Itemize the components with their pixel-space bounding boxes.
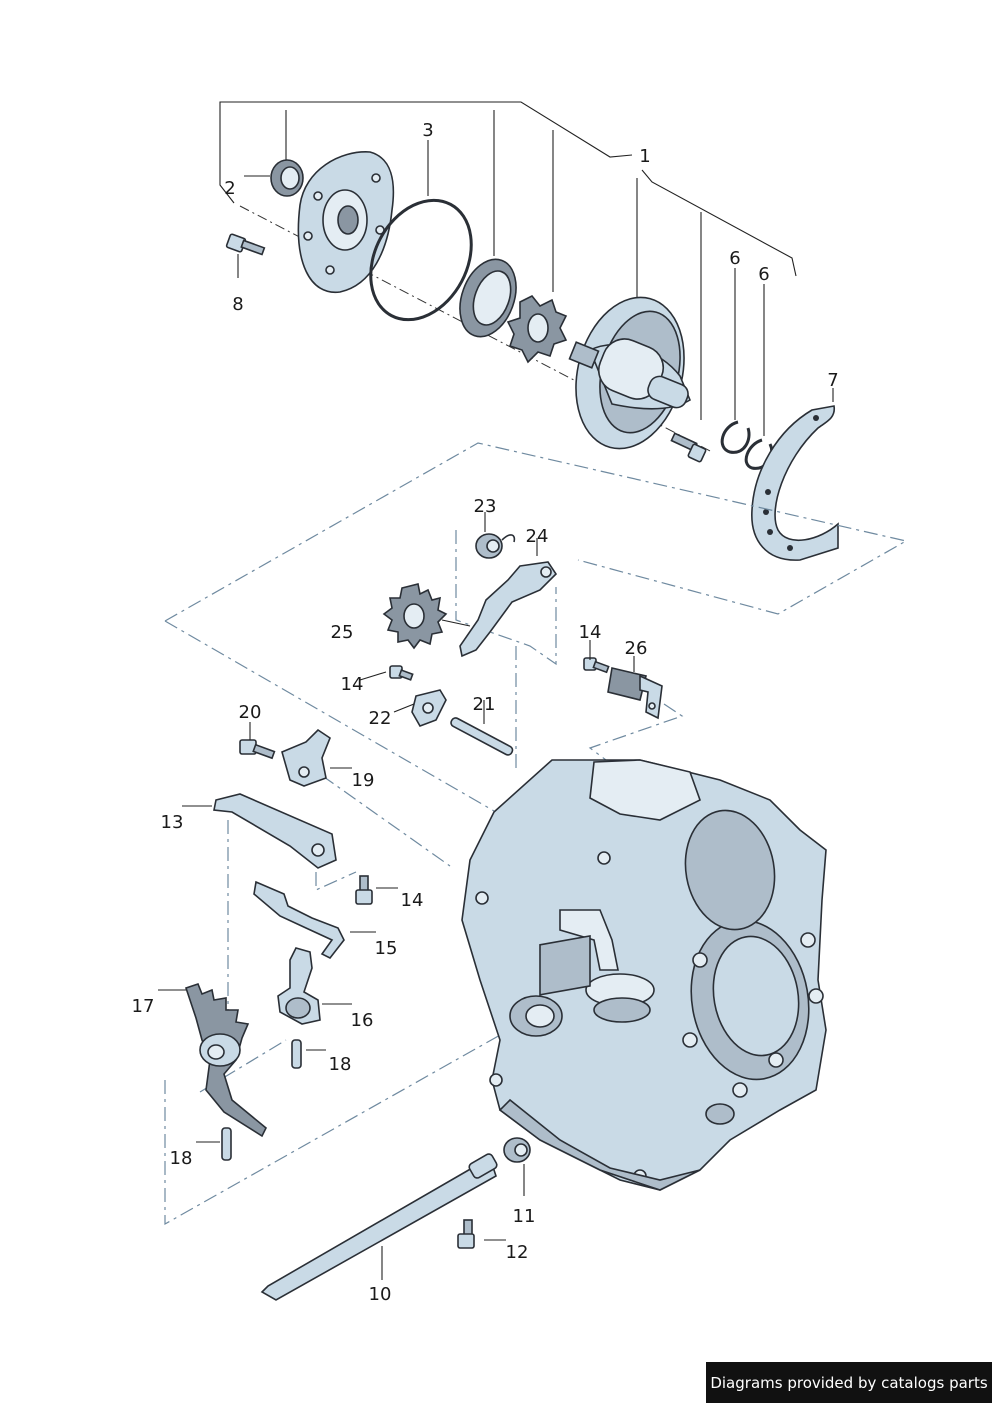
- manual-shaft: [260, 1153, 498, 1301]
- bush-11: [503, 1137, 531, 1196]
- callout-10: 10: [369, 1284, 392, 1305]
- callout-26: 26: [625, 638, 648, 659]
- lever-16: [277, 947, 352, 1025]
- bolt-housing: [670, 432, 707, 463]
- bolt-14-a: [389, 665, 414, 681]
- detent-lever: [459, 538, 558, 658]
- callout-18b: 18: [170, 1148, 193, 1169]
- attribution-text: Diagrams provided by catalogs parts: [710, 1373, 988, 1392]
- bolt-20: [239, 722, 276, 760]
- inner-gear: [506, 294, 568, 364]
- bolt-8: [225, 233, 266, 256]
- callout-16: 16: [351, 1010, 374, 1031]
- callout-15: 15: [375, 938, 398, 959]
- bolt-14-b: [583, 657, 610, 674]
- callout-1: 1: [639, 146, 650, 167]
- circlips: [720, 268, 774, 470]
- callout-leaders: [237, 140, 591, 889]
- transmission-housing: [461, 759, 827, 1191]
- callout-22: 22: [369, 708, 392, 729]
- callout-11: 11: [513, 1206, 536, 1227]
- selector-rod: [253, 880, 376, 960]
- callout-17: 17: [132, 996, 155, 1017]
- pin-18-a: [291, 1039, 326, 1069]
- link-plate: [182, 793, 337, 869]
- pump-housing: [568, 296, 692, 450]
- attribution-badge: Diagrams provided by catalogs parts: [706, 1362, 992, 1403]
- outer-gear-ring: [459, 258, 517, 338]
- callout-6b: 6: [758, 264, 769, 285]
- callout-14a: 14: [579, 622, 602, 643]
- callout-21: 21: [473, 694, 496, 715]
- segment-lever: [158, 983, 268, 1138]
- callout-labels: 1 2 3 6 6 7 8 23 24 25 14 26 14 22 21 20…: [132, 120, 839, 1305]
- gasket: [751, 388, 839, 561]
- callout-14b: 14: [341, 674, 364, 695]
- bracket-22: [411, 689, 447, 727]
- callout-20: 20: [239, 702, 262, 723]
- callout-8: 8: [232, 294, 243, 315]
- callout-24: 24: [526, 526, 549, 547]
- parking-gear: [382, 583, 471, 650]
- bolt-14-c: [355, 875, 373, 905]
- bracket-plate: [607, 656, 663, 720]
- spring-clip: [475, 512, 516, 559]
- callout-25: 25: [331, 622, 354, 643]
- pin-18-b: [196, 1127, 232, 1161]
- pump-cover-plate: [297, 151, 395, 294]
- phantom-outlines: [164, 442, 908, 1226]
- callout-19: 19: [352, 770, 375, 791]
- callout-7: 7: [827, 370, 838, 391]
- group-bracket-1: [219, 101, 797, 420]
- bracket-19: [281, 728, 352, 787]
- callout-18a: 18: [329, 1054, 352, 1075]
- callout-13: 13: [161, 812, 184, 833]
- seal-ring: [270, 159, 304, 197]
- o-ring: [369, 198, 473, 322]
- callout-2: 2: [224, 178, 235, 199]
- bolt-12: [457, 1219, 506, 1249]
- callout-14c: 14: [401, 890, 424, 911]
- callout-6a: 6: [729, 248, 740, 269]
- callout-12: 12: [506, 1242, 529, 1263]
- callout-23: 23: [474, 496, 497, 517]
- pin-21: [450, 700, 514, 756]
- callout-3: 3: [422, 120, 433, 141]
